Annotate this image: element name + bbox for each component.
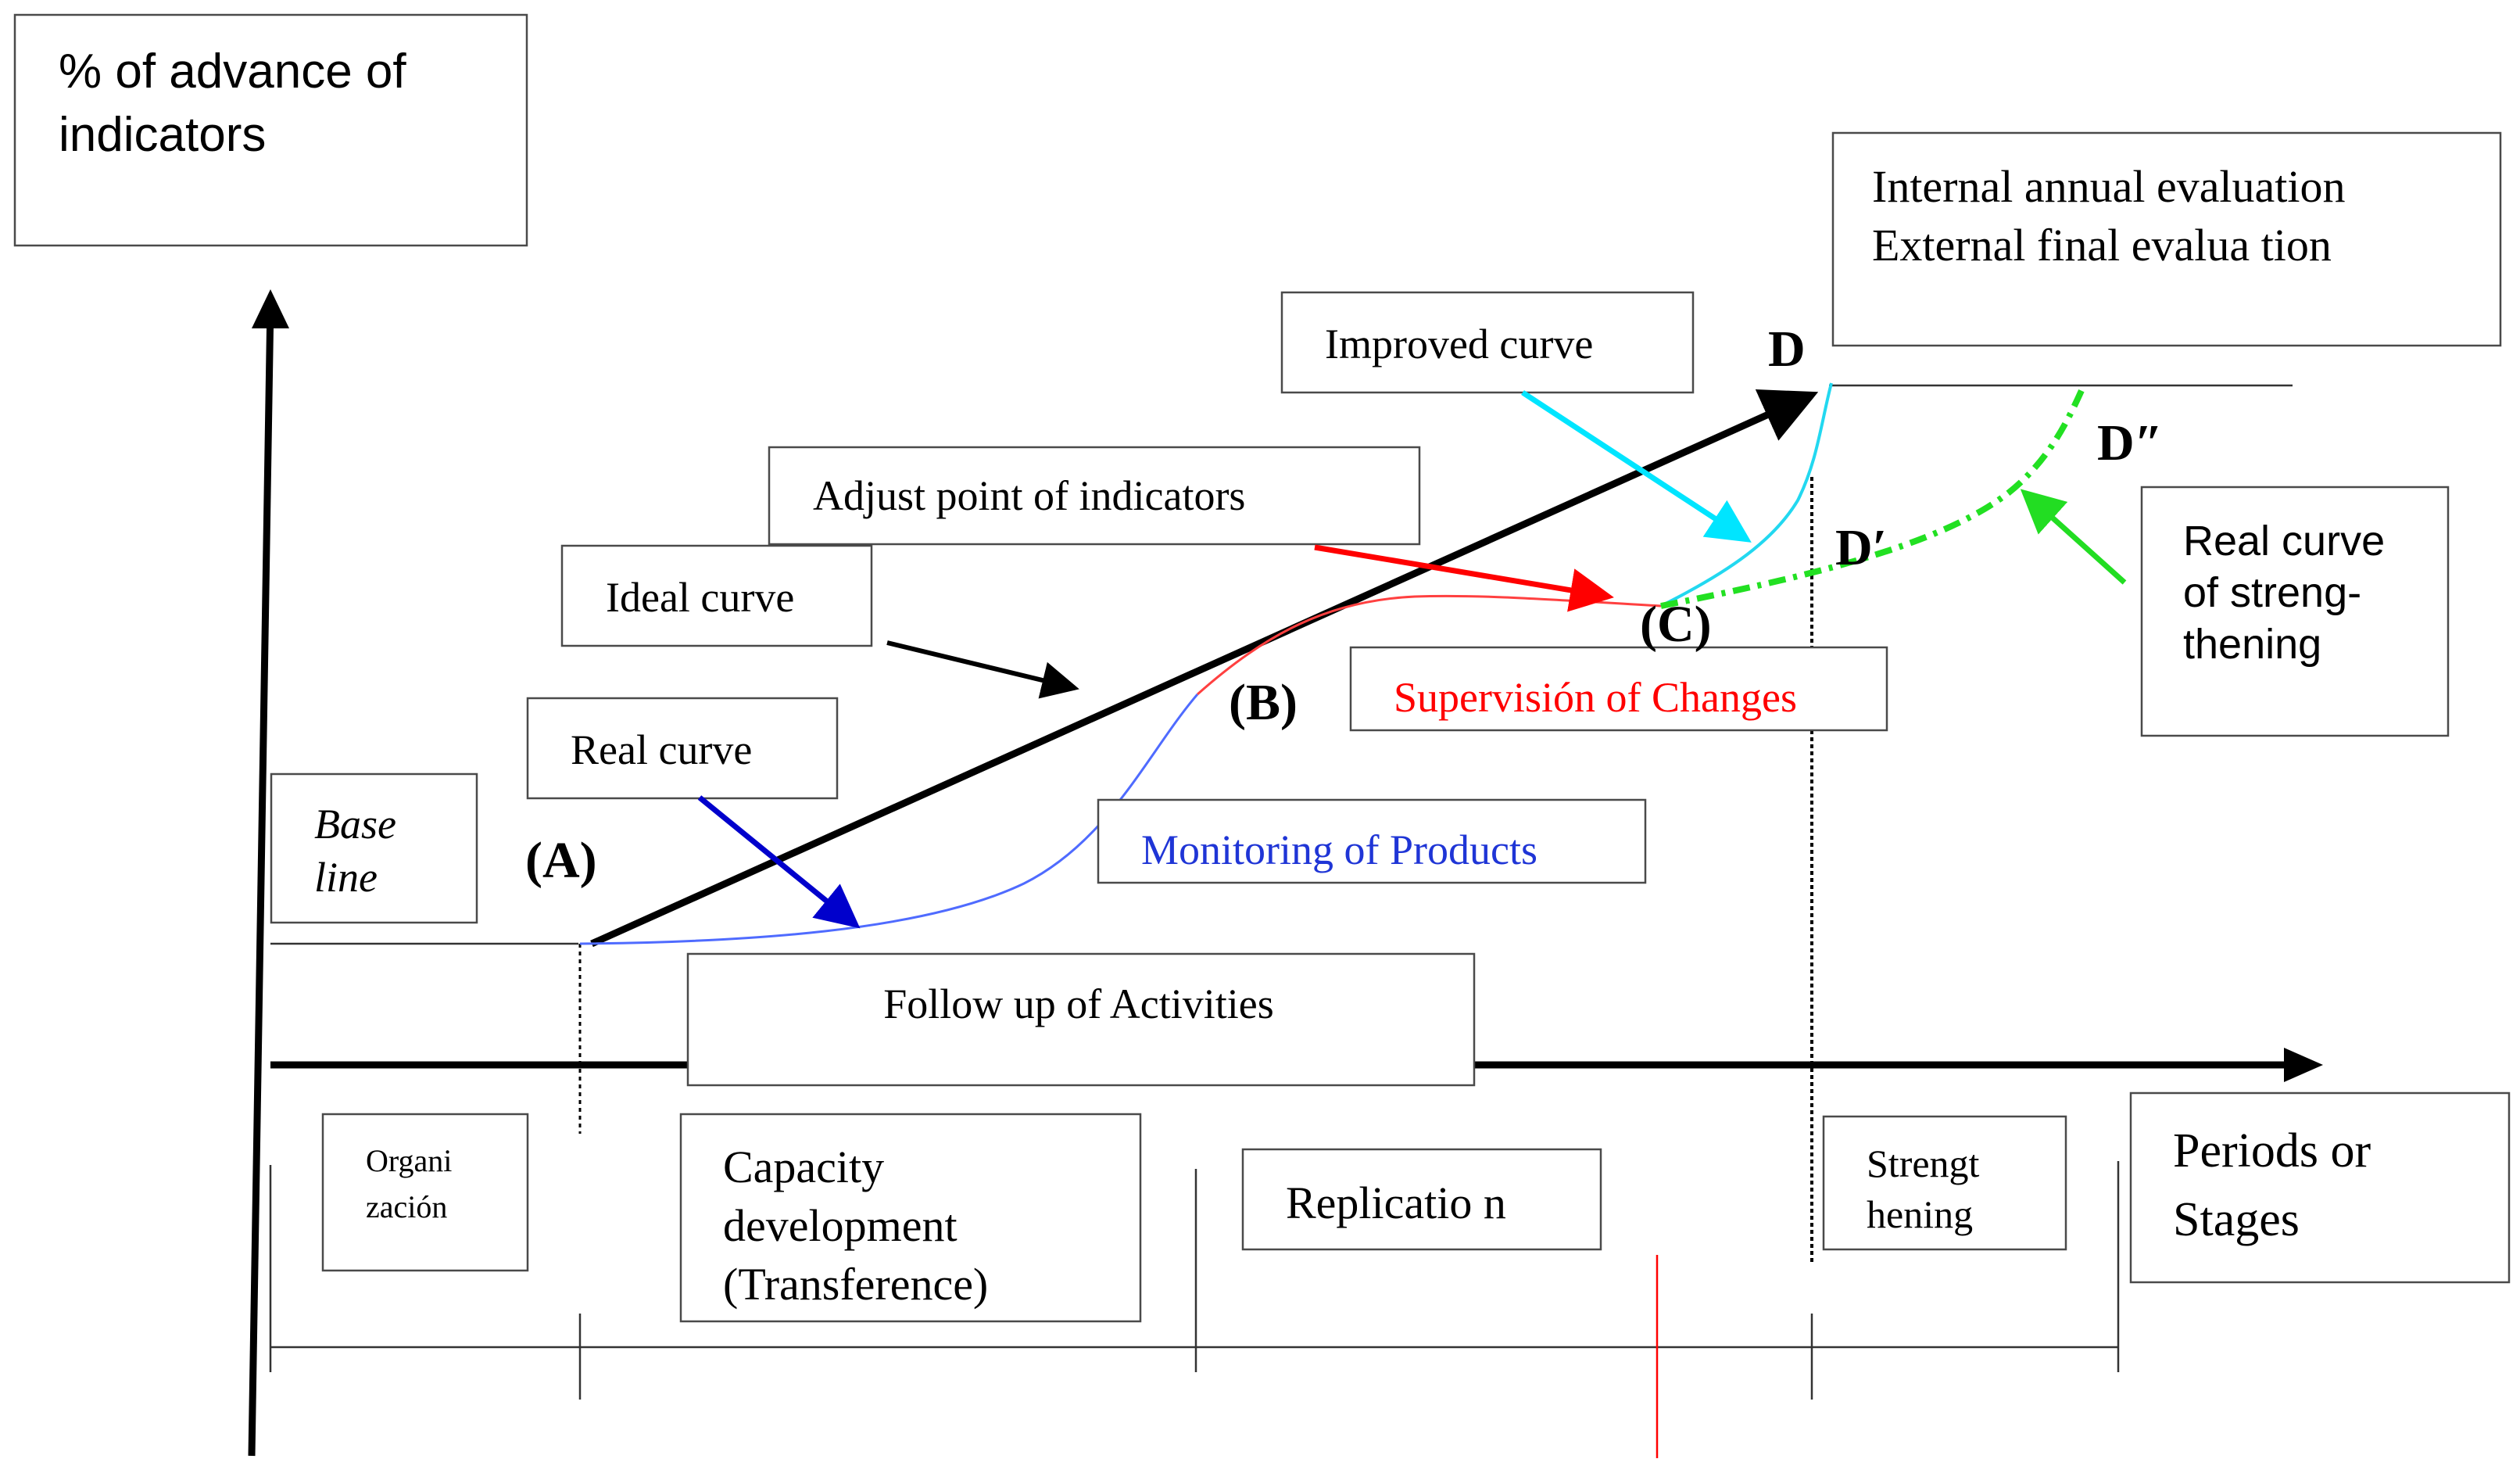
base-line-label-2: line: [314, 854, 378, 901]
stage-strengthening-box: [1822, 1115, 2067, 1251]
improved-curve-box: [1280, 291, 1695, 394]
point-a-label: (A): [525, 832, 597, 889]
monitoring-box: [1097, 798, 1647, 884]
y-axis-title-line2: indicators: [59, 108, 266, 162]
evaluation-line2: External final evalua tion: [1872, 220, 2332, 271]
evaluation-line1: Internal annual evaluation: [1872, 161, 2346, 212]
evaluation-box: [1831, 131, 2502, 347]
real-curve: [579, 694, 1199, 945]
ideal-curve-label: Ideal curve: [606, 574, 794, 621]
real-strengthening-line3: thening: [2183, 621, 2321, 668]
monitoring-label: Monitoring of Products: [1141, 826, 1537, 873]
real-strengthening-line2: of streng-: [2183, 569, 2361, 616]
base-line-box: [270, 772, 478, 924]
point-b-label: (B): [1229, 674, 1298, 731]
stage-strengthening-line2: hening: [1867, 1192, 1973, 1236]
stage-replication-label: Replicatio n: [1286, 1177, 1506, 1228]
x-axis-title-box: [2129, 1091, 2511, 1284]
real-strengthening-box: [2140, 486, 2450, 737]
adjust-point-pointer: [1314, 544, 1614, 612]
supervision-box: [1349, 646, 1888, 732]
adjust-point-label: Adjust point of indicators: [813, 472, 1245, 519]
ideal-curve-line: [590, 389, 1819, 948]
follow-up-label: Follow up of Activities: [883, 980, 1274, 1027]
ideal-curve-box: [560, 544, 873, 647]
point-d-double-prime-label: D″: [2097, 414, 2163, 471]
strengthening-curve: [1660, 385, 2086, 609]
stage-replication-box: [1241, 1148, 1602, 1251]
stage-organization-box: [321, 1113, 529, 1272]
x-axis-title-line2: Stages: [2173, 1193, 2300, 1246]
y-axis: [248, 303, 274, 1457]
improved-curve-pointer: [1521, 390, 1752, 543]
x-axis-arrowhead: [2284, 1048, 2323, 1082]
stage-capacity-box: [679, 1113, 1142, 1323]
y-axis-title-box: [13, 13, 528, 247]
ideal-curve-pointer: [886, 640, 1079, 699]
improved-curve-label: Improved curve: [1325, 321, 1593, 367]
point-c-label: (C): [1640, 596, 1712, 653]
stage-organization-line2: zación: [366, 1189, 447, 1224]
base-line-label-1: Base: [314, 801, 396, 848]
y-axis-arrowhead: [252, 289, 289, 328]
improved-curve: [1660, 382, 1833, 608]
adjust-point-box: [768, 446, 1421, 546]
stage-capacity-line3: (Transference): [723, 1259, 988, 1310]
real-strengthening-pointer: [2020, 489, 2127, 585]
point-d-label: D: [1768, 321, 1806, 378]
supervision-label: Supervisión of Changes: [1394, 674, 1797, 721]
x-axis-title-line1: Periods or: [2173, 1124, 2371, 1177]
stage-organization-line1: Organi: [366, 1143, 452, 1178]
real-strengthening-line1: Real curve: [2183, 518, 2385, 565]
y-axis-title-line1: % of advance of: [59, 45, 406, 99]
real-curve-box: [526, 697, 839, 800]
follow-up-box: [686, 952, 1476, 1087]
real-curve-pointer: [697, 795, 861, 929]
stage-capacity-line2: development: [723, 1200, 958, 1251]
stage-capacity-line1: Capacity: [723, 1142, 884, 1192]
real-curve-label: Real curve: [571, 726, 752, 773]
point-d-prime-label: D′: [1835, 519, 1887, 576]
stage-strengthening-line1: Strengt: [1867, 1142, 1980, 1185]
